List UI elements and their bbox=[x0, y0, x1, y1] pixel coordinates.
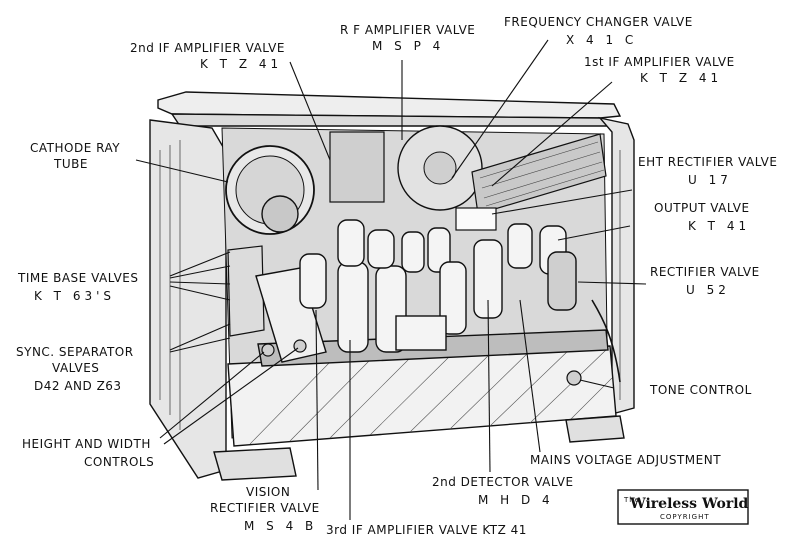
label-timebase-line2: K T 63'S bbox=[34, 289, 115, 303]
label-if3: 3rd IF AMPLIFIER VALVE KTZ 41 bbox=[326, 523, 527, 537]
wireless-world-logo: The Wireless World COPYRIGHT bbox=[617, 489, 749, 525]
label-detector-title: 2nd DETECTOR VALVE bbox=[432, 475, 574, 489]
label-timebase-line1: TIME BASE VALVES bbox=[17, 271, 139, 285]
label-sync-line2: VALVES bbox=[52, 361, 99, 375]
label-rf-title: R F AMPLIFIER VALVE bbox=[340, 23, 475, 37]
label-eht-title: EHT RECTIFIER VALVE bbox=[638, 155, 777, 169]
label-fc-code: X 4 1 C bbox=[566, 33, 637, 47]
label-rf-code: M S P 4 bbox=[372, 39, 444, 53]
label-rectifier-code: U 52 bbox=[686, 283, 730, 297]
label-sync-line1: SYNC. SEPARATOR bbox=[16, 345, 134, 359]
label-detector-code: M H D 4 bbox=[478, 493, 554, 507]
label-output-title: OUTPUT VALVE bbox=[654, 201, 750, 215]
label-mains-voltage: MAINS VOLTAGE ADJUSTMENT bbox=[530, 453, 721, 467]
logo-name: Wireless World bbox=[629, 496, 749, 512]
interior-components bbox=[225, 125, 621, 386]
label-if2-title: 2nd IF AMPLIFIER VALVE bbox=[130, 41, 285, 55]
label-tone-control: TONE CONTROL bbox=[649, 383, 752, 397]
labels: 2nd IF AMPLIFIER VALVE K T Z 41 R F AMPL… bbox=[16, 15, 777, 537]
label-hw-line1: HEIGHT AND WIDTH bbox=[22, 437, 151, 451]
label-vision-line3: M S 4 B bbox=[244, 519, 317, 533]
label-hw-line2: CONTROLS bbox=[84, 455, 154, 469]
label-vision-line2: RECTIFIER VALVE bbox=[210, 501, 320, 515]
label-vision-line1: VISION bbox=[246, 485, 290, 499]
logo-copyright: COPYRIGHT bbox=[660, 513, 710, 521]
label-output-code: K T 41 bbox=[688, 219, 750, 233]
label-if2-code: K T Z 41 bbox=[200, 57, 282, 71]
label-if1-code: K T Z 41 bbox=[640, 71, 722, 85]
label-crt-line1: CATHODE RAY bbox=[30, 141, 120, 155]
cabinet bbox=[149, 91, 635, 481]
label-crt-line2: TUBE bbox=[53, 157, 88, 171]
label-rectifier-title: RECTIFIER VALVE bbox=[650, 265, 760, 279]
label-if1-title: 1st IF AMPLIFIER VALVE bbox=[584, 55, 735, 69]
leader-lines bbox=[135, 39, 647, 520]
label-fc-title: FREQUENCY CHANGER VALVE bbox=[504, 15, 693, 29]
label-eht-code: U 17 bbox=[688, 173, 732, 187]
label-sync-line3: D42 AND Z63 bbox=[34, 379, 122, 393]
logo-the: The bbox=[623, 496, 640, 504]
